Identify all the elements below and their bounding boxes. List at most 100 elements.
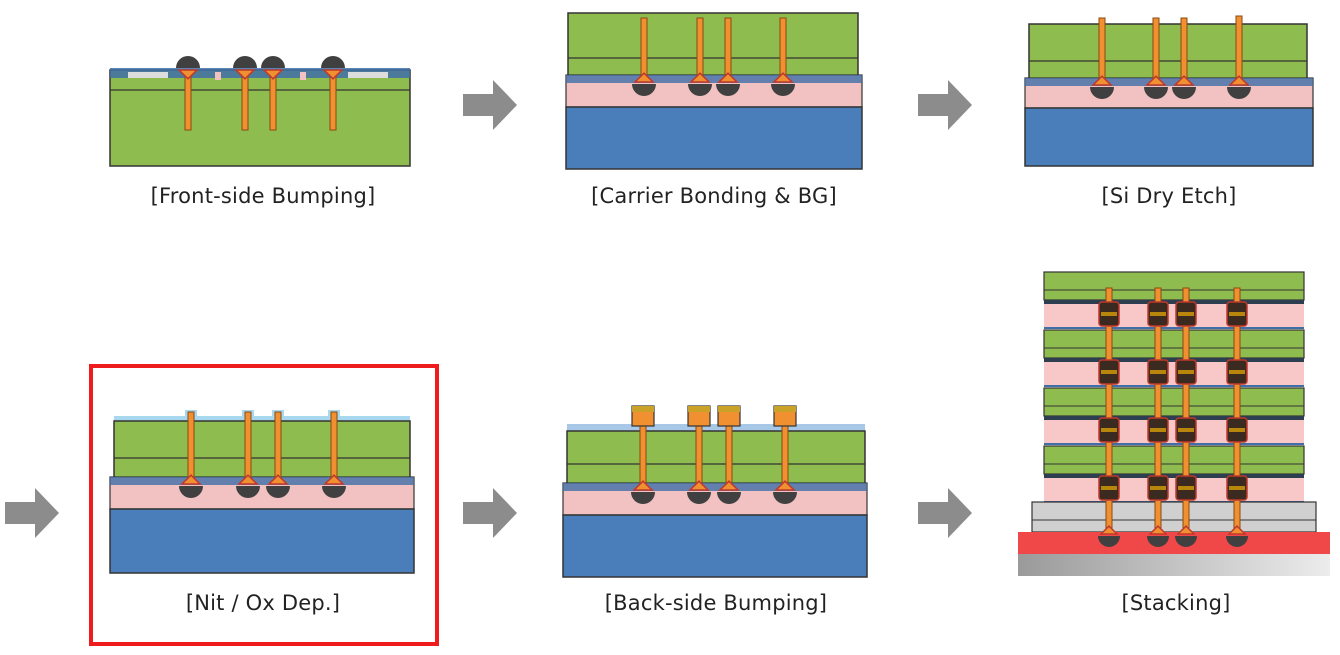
copper-pillar	[1176, 525, 1196, 535]
solder-bump	[716, 84, 740, 96]
copper-pillar	[774, 480, 796, 491]
copper-pillar	[1228, 75, 1250, 86]
copper-pillar	[180, 474, 202, 485]
step-label-si-dry-etch: [Si Dry Etch]	[1101, 184, 1237, 208]
copper-pillar	[323, 474, 345, 485]
tsv-via	[640, 17, 648, 79]
copper-pillar	[1091, 75, 1113, 86]
copper-pillar	[1099, 525, 1119, 535]
tsv-via	[330, 411, 338, 481]
right-arrow-icon	[918, 488, 974, 538]
bump-cap	[774, 406, 796, 412]
tsv-via	[329, 73, 337, 131]
solder-bump	[179, 486, 203, 498]
probe-pad	[215, 72, 221, 80]
passivation-layer	[110, 68, 410, 78]
nitride-oxide-film	[114, 416, 410, 422]
right-arrow-icon	[918, 80, 974, 130]
underfill	[1044, 304, 1304, 328]
bump-cap	[718, 406, 740, 412]
silicon-wafer	[109, 69, 411, 167]
step-stacking	[1016, 268, 1334, 580]
solder-bump	[717, 492, 741, 504]
die-silicon	[1043, 445, 1305, 475]
copper-pillar	[262, 69, 284, 80]
solder-bump	[688, 84, 712, 96]
front-side-bumping-diagram	[109, 56, 411, 167]
die-silicon	[1043, 329, 1305, 359]
tsv-via	[725, 423, 733, 487]
tsv-via	[639, 423, 647, 487]
solder-bump	[233, 56, 257, 68]
current-step-highlight	[89, 364, 439, 646]
die-silicon	[1043, 387, 1305, 417]
tsv-via	[1152, 17, 1160, 82]
underfill	[1044, 420, 1304, 444]
step-label-nit-ox-dep: [Nit / Ox Dep.]	[185, 591, 341, 615]
tsv-via	[184, 73, 192, 131]
tsv-via	[269, 73, 277, 131]
carrier-bonding-diagram	[565, 12, 863, 170]
nit-ox-dep-diagram	[109, 410, 415, 574]
die-silicon	[1043, 271, 1305, 301]
si-dry-etch-diagram	[1024, 15, 1314, 167]
step-label-carrier-bonding-bg: [Carrier Bonding & BG]	[591, 184, 837, 208]
carrier-wafer	[562, 514, 868, 578]
step-nit-ox-dep	[109, 408, 420, 578]
die-passivation	[1044, 300, 1304, 304]
solder-bump	[632, 84, 656, 96]
solder-bump	[176, 56, 200, 68]
copper-pillar	[1227, 525, 1247, 535]
step-back-side-bumping	[562, 404, 873, 579]
copper-pillar	[322, 69, 344, 80]
tsv-via	[244, 411, 252, 481]
copper-pillar	[717, 72, 739, 83]
step-carrier-bonding-bg	[565, 12, 866, 172]
die-passivation	[1044, 416, 1304, 420]
step-label-stacking: [Stacking]	[1121, 591, 1231, 615]
thinned-silicon	[567, 12, 859, 78]
tsv-via	[696, 17, 704, 79]
solder-bump	[773, 492, 797, 504]
copper-pillar	[177, 69, 199, 80]
copper-pillar	[772, 72, 794, 83]
copper-pillar	[718, 480, 740, 491]
solder-bump	[1227, 87, 1251, 99]
tsv-via	[274, 411, 282, 481]
copper-pillar	[688, 480, 710, 491]
solder-bump	[631, 492, 655, 504]
silicon	[566, 430, 866, 486]
copper-pillar	[237, 474, 259, 485]
step-front-side-bumping	[108, 38, 413, 170]
silicon	[113, 420, 411, 480]
bump-cap	[688, 406, 710, 412]
package-substrate	[1018, 532, 1330, 554]
solder-bump	[1175, 536, 1197, 547]
step-si-dry-etch	[1024, 15, 1320, 170]
copper-pillar	[632, 480, 654, 491]
probe-pad	[300, 72, 306, 80]
tsv-via	[695, 423, 703, 487]
copper-pillar	[1145, 75, 1167, 86]
tsv-via	[1235, 15, 1243, 82]
solder-bump	[1226, 536, 1248, 547]
copper-pillar	[633, 72, 655, 83]
stacking-diagram	[1018, 271, 1330, 576]
die-passivation	[1044, 358, 1304, 362]
back-side-bumping-diagram	[562, 405, 868, 578]
solder-bump	[321, 56, 345, 68]
carrier-wafer	[565, 106, 863, 170]
solder-bump	[687, 492, 711, 504]
die-passivation	[1044, 474, 1304, 478]
tsv-via	[187, 411, 195, 481]
copper-pillar	[1173, 75, 1195, 86]
solder-bump	[1144, 87, 1168, 99]
solder-bump	[1090, 87, 1114, 99]
copper-pillar	[267, 474, 289, 485]
underfill	[1044, 478, 1304, 502]
right-arrow-icon	[463, 488, 519, 538]
tsv-via	[779, 17, 787, 79]
solder-bump	[261, 56, 285, 68]
solder-bump	[322, 486, 346, 498]
solder-bump	[236, 486, 260, 498]
